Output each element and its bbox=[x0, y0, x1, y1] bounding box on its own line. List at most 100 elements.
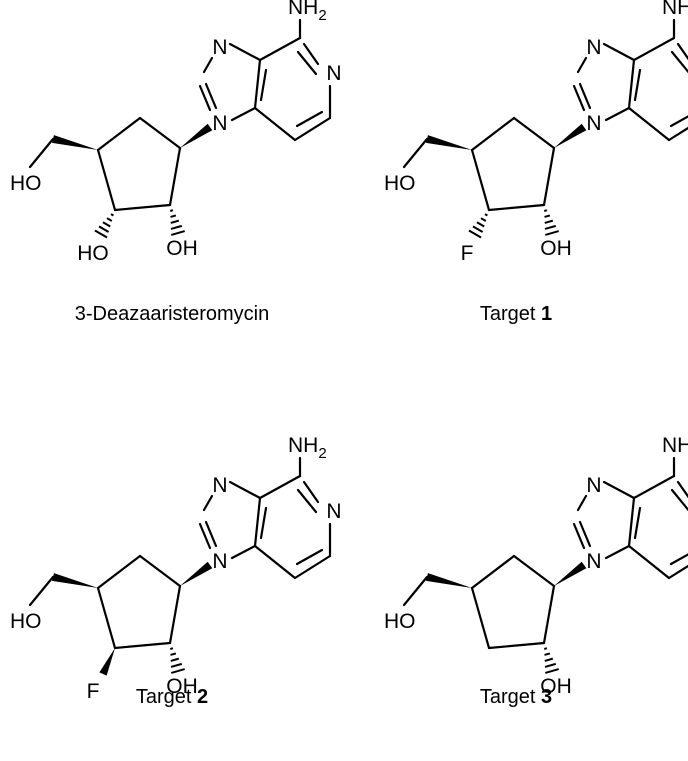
bond-n1-c8 bbox=[198, 522, 212, 550]
ring-bond bbox=[96, 116, 142, 152]
bond-c8-n3 bbox=[202, 494, 214, 512]
bond-pyr bbox=[676, 480, 688, 499]
ring-bond bbox=[96, 148, 117, 212]
bond-pyr bbox=[676, 42, 688, 61]
bond-pyr bbox=[258, 474, 302, 500]
bond-pyr-double bbox=[295, 548, 324, 566]
hashed-bond-c2 bbox=[169, 647, 186, 674]
bond-c-n1 bbox=[230, 106, 257, 122]
bond-n1-c8 bbox=[572, 84, 586, 112]
c2-substituent-label: OH bbox=[166, 675, 198, 698]
hashed-bond-c2 bbox=[169, 209, 186, 236]
ring-bond bbox=[512, 554, 556, 588]
bond-pyr-double bbox=[669, 115, 688, 128]
bond-pyr-double bbox=[296, 50, 318, 76]
hashed-bond-c3 bbox=[94, 213, 114, 239]
bond-n1-c8-double bbox=[204, 82, 218, 110]
caption-1: 3-Deazaaristeromycin bbox=[75, 303, 270, 325]
bond-n1-c8 bbox=[198, 84, 212, 112]
wedge-bond-c4-ch2 bbox=[52, 573, 98, 588]
wedge-bond-c1-n bbox=[554, 561, 587, 586]
bond-pyr bbox=[302, 42, 320, 66]
caption-2: Target 1 bbox=[480, 303, 552, 325]
c3-substituent-label: F bbox=[461, 242, 474, 265]
bond-ch2-o bbox=[402, 137, 429, 169]
bond-ch2-o bbox=[28, 137, 55, 169]
bond-n3-c bbox=[602, 42, 636, 62]
wedge-bond-c4-ch2 bbox=[426, 135, 472, 150]
caption-4: Target 3 bbox=[480, 686, 552, 708]
bond-c-n1 bbox=[230, 544, 257, 560]
ring-bond bbox=[138, 554, 182, 588]
bond-fused-double bbox=[259, 68, 268, 102]
bond-fused-double bbox=[633, 68, 642, 102]
ring-bond bbox=[542, 146, 556, 207]
c2-substituent-label: OH bbox=[540, 675, 572, 698]
ring-bond bbox=[487, 203, 546, 212]
amine-label: NH2 bbox=[288, 0, 327, 24]
ring-bond bbox=[168, 584, 182, 645]
ring-bond bbox=[512, 116, 556, 150]
hydroxymethyl-label: HO bbox=[10, 610, 42, 633]
pyridine-n-label: N bbox=[326, 62, 341, 85]
ring-bond bbox=[96, 554, 142, 590]
wedge-bond-c1-n bbox=[180, 561, 213, 586]
caption-3: Target 2 bbox=[136, 686, 208, 708]
ring-bond bbox=[470, 116, 516, 152]
amine-label: NH2 bbox=[288, 434, 327, 462]
hashed-bond-c2 bbox=[543, 647, 560, 674]
molecule-4: HOOHNH2NNN bbox=[384, 434, 688, 698]
hydroxymethyl-label: HO bbox=[384, 610, 416, 633]
bond-pyr-double bbox=[670, 488, 688, 512]
bond-c-n1 bbox=[604, 544, 631, 560]
bond-n3-c bbox=[228, 480, 262, 500]
bond-pyr bbox=[667, 126, 688, 142]
bond-fused bbox=[627, 496, 636, 548]
c3-substituent-label: HO bbox=[77, 242, 109, 265]
n1-label: N bbox=[586, 112, 601, 135]
bond-c8-n3 bbox=[576, 56, 588, 74]
ring-bond bbox=[470, 148, 491, 212]
bond-fused bbox=[627, 58, 636, 110]
c2-substituent-label: OH bbox=[540, 237, 572, 260]
bond-n1-c8 bbox=[572, 522, 586, 550]
bond-pyr bbox=[253, 544, 297, 580]
hydroxymethyl-label: HO bbox=[384, 172, 416, 195]
bond-n1-c8-double bbox=[578, 82, 592, 110]
hydroxymethyl-label: HO bbox=[10, 172, 42, 195]
bond-c8-n3 bbox=[576, 494, 588, 512]
hashed-bond-c2 bbox=[543, 209, 560, 236]
bond-n3-c bbox=[602, 480, 636, 500]
bond-pyr bbox=[667, 564, 688, 580]
wedge-bond-c4-ch2 bbox=[426, 573, 472, 588]
bond-n1-c8-double bbox=[204, 520, 218, 548]
bond-pyr bbox=[293, 116, 332, 142]
bond-c8-n3 bbox=[202, 56, 214, 74]
n3-label: N bbox=[586, 474, 601, 497]
bond-pyr-double bbox=[295, 110, 324, 128]
bond-n3-c bbox=[228, 42, 262, 62]
n3-label: N bbox=[586, 36, 601, 59]
bond-pyr-double bbox=[670, 50, 688, 74]
bond-pyr bbox=[258, 36, 302, 62]
bond-pyr bbox=[632, 474, 676, 500]
bond-n1-c8-double bbox=[578, 520, 592, 548]
ring-bond bbox=[470, 586, 491, 650]
wedge-bond-c4-ch2 bbox=[52, 135, 98, 150]
ring-bond bbox=[138, 116, 182, 150]
ring-bond bbox=[542, 584, 556, 645]
bond-pyr bbox=[627, 544, 671, 580]
wedge-bond-c1-n bbox=[180, 123, 213, 148]
c2-substituent-label: OH bbox=[166, 237, 198, 260]
pyridine-n-label: N bbox=[326, 500, 341, 523]
ring-bond bbox=[96, 586, 117, 650]
bond-fused-double bbox=[259, 506, 268, 540]
bond-c-n1 bbox=[604, 106, 631, 122]
ring-bond bbox=[168, 146, 182, 207]
n1-label: N bbox=[212, 112, 227, 135]
bond-pyr bbox=[253, 106, 297, 142]
